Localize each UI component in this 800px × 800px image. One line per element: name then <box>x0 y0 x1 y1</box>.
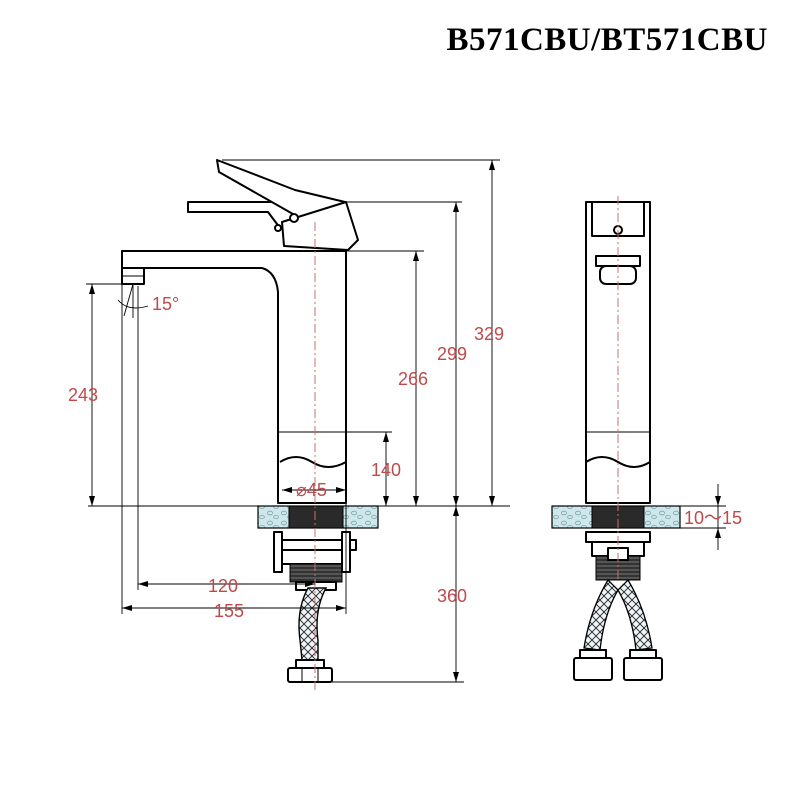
front-view <box>117 159 379 690</box>
dim-243: 243 <box>68 385 98 405</box>
dim-360: 360 <box>437 586 467 606</box>
dim-angle-15: 15° <box>152 294 179 314</box>
dim-299: 299 <box>437 344 467 364</box>
lever-handle <box>187 159 359 251</box>
dim-155: 155 <box>214 601 244 621</box>
angle-marker <box>117 283 149 318</box>
dim-diameter-45: ⌀45 <box>296 480 327 500</box>
dimension-labels: 329 299 266 243 140 360 120 155 ⌀45 15° … <box>68 294 742 621</box>
countertop-front <box>257 505 379 529</box>
dim-329: 329 <box>474 324 504 344</box>
dim-140: 140 <box>371 460 401 480</box>
drawing-title: B571CBU/BT571CBU <box>446 22 768 58</box>
dimension-lines <box>86 159 510 683</box>
dim-thickness: 10～15 <box>684 508 742 528</box>
dim-120: 120 <box>208 576 238 596</box>
side-view <box>551 196 726 681</box>
dim-266: 266 <box>398 369 428 389</box>
supply-hose-front <box>287 587 333 683</box>
faucet-body <box>121 250 347 504</box>
